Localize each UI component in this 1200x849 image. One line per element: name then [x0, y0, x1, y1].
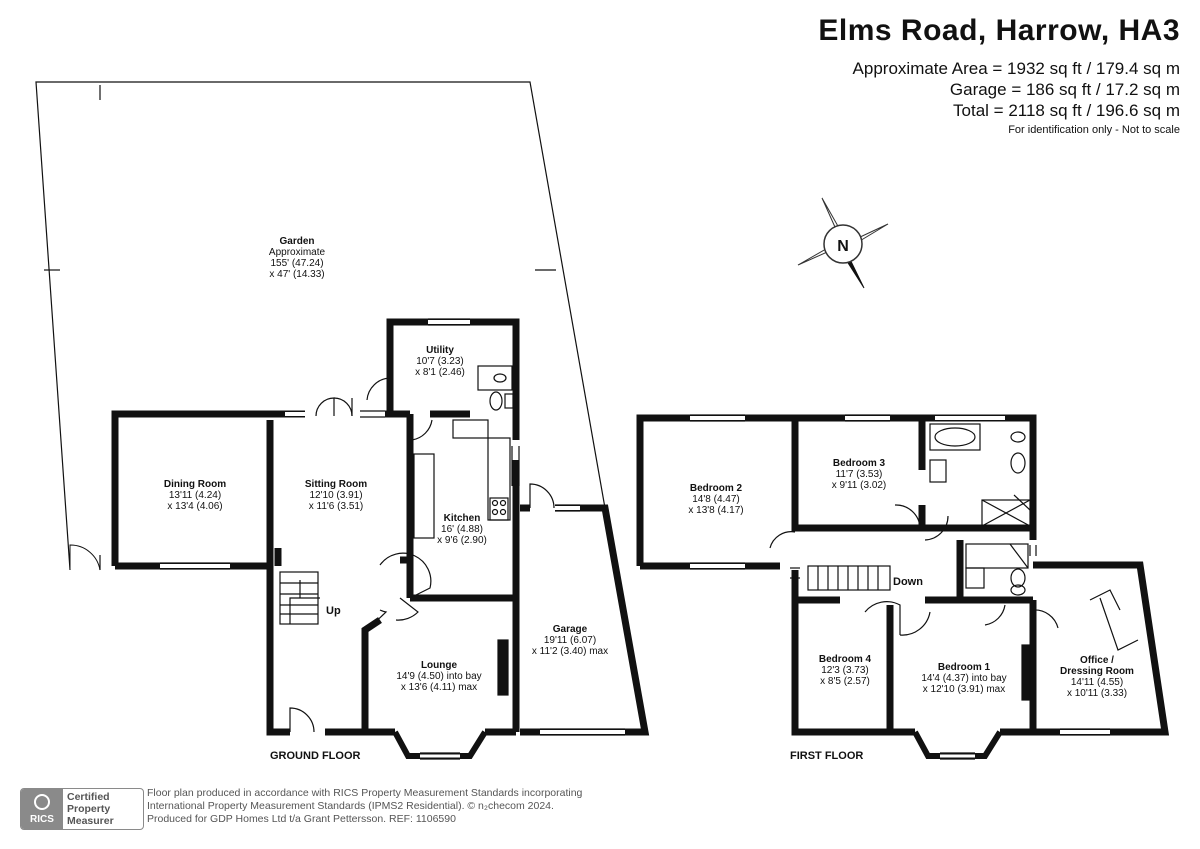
- rics-badge: RICS Certified Property Measurer: [20, 788, 144, 830]
- ground-floor-walls: [111, 318, 650, 736]
- footer-line: International Property Measurement Stand…: [147, 800, 554, 812]
- ground-floor-label: GROUND FLOOR: [270, 750, 360, 762]
- badge-text: Certified Property Measurer: [67, 791, 114, 827]
- rics-logo-text: RICS: [30, 814, 54, 825]
- garden-outline: [35, 81, 606, 571]
- page-title: Elms Road, Harrow, HA3: [818, 14, 1180, 47]
- compass-icon: [797, 197, 889, 289]
- garage-area: Garage = 186 sq ft / 17.2 sq m: [949, 80, 1180, 99]
- ground-floor-details: [160, 318, 625, 760]
- compass-north-label: N: [837, 238, 849, 255]
- rics-logo: RICS: [21, 789, 63, 829]
- badge-line: Certified: [67, 791, 110, 803]
- first-floor-label: FIRST FLOOR: [790, 750, 863, 762]
- first-floor-walls: [636, 414, 1170, 736]
- total-area: Total = 2118 sq ft / 196.6 sq m: [953, 101, 1180, 120]
- footer-line: Produced for GDP Homes Ltd t/a Grant Pet…: [147, 813, 456, 825]
- disclaimer: For identification only - Not to scale: [1008, 124, 1180, 136]
- first-floor-details: [690, 414, 1139, 760]
- misc-labels: N Up Down GROUND FLOOR FIRST FLOOR: [270, 238, 923, 762]
- stairs-down-label: Down: [893, 576, 923, 588]
- footer-note: Floor plan produced in accordance with R…: [147, 787, 582, 826]
- footer-line: Floor plan produced in accordance with R…: [147, 787, 583, 799]
- rics-logo-icon: [34, 794, 50, 810]
- badge-line: Measurer: [67, 815, 114, 827]
- stairs-up-label: Up: [326, 605, 341, 617]
- approx-area: Approximate Area = 1932 sq ft / 179.4 sq…: [852, 59, 1180, 78]
- badge-line: Property: [67, 803, 111, 815]
